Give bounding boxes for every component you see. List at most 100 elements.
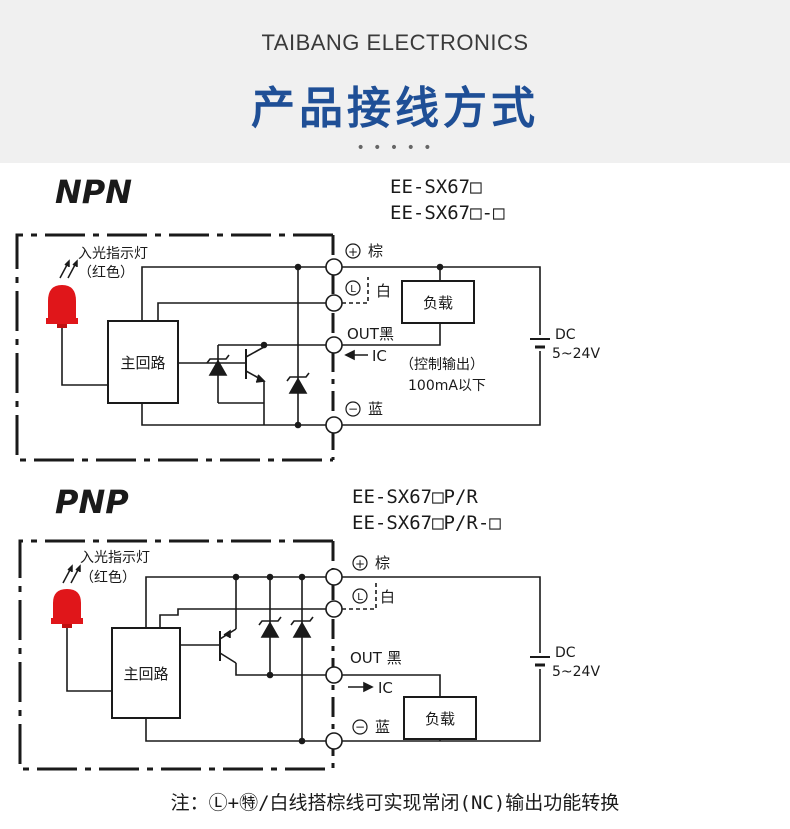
pnp-model-1: EE-SX67□P/R xyxy=(352,486,478,508)
pnp-junction-3 xyxy=(298,573,306,581)
npn-white-wire xyxy=(157,302,334,321)
npn-junction xyxy=(294,263,302,271)
npn-zener-diode-2-icon xyxy=(286,372,310,394)
pnp-junction-5 xyxy=(298,737,306,745)
pnp-brown-ext xyxy=(342,576,541,653)
svg-text:+: + xyxy=(348,245,358,259)
npn-model-1: EE-SX67□ xyxy=(390,176,482,198)
npn-load-box xyxy=(401,280,475,324)
pnp-junction xyxy=(232,573,240,581)
pnp-terminal-white xyxy=(325,600,343,618)
npn-junction-4 xyxy=(436,263,444,271)
npn-led-icon xyxy=(46,285,78,328)
npn-nc-link xyxy=(342,277,369,304)
wiring-diagram: NPN EE-SX67□ EE-SX67□-□ 入光指示灯 （红色） 主回路 xyxy=(15,173,600,771)
pnp-indicator-label: 入光指示灯 xyxy=(80,550,150,566)
pnp-sensor-boundary xyxy=(18,539,333,771)
npn-light-arrows-icon xyxy=(59,259,78,279)
pnp-junction-2 xyxy=(266,573,274,581)
npn-indicator-color: （红色） xyxy=(78,264,134,281)
npn-zener-diode-icon xyxy=(206,354,230,376)
pnp-label-blue: 蓝 xyxy=(375,718,390,736)
npn-plus-icon: + xyxy=(345,243,361,259)
pnp-blue-rail xyxy=(145,718,334,742)
npn-brown-rail xyxy=(141,266,334,321)
npn-ic-label: IC xyxy=(372,347,387,365)
pnp-nc-link xyxy=(342,583,377,610)
npn-label-white: 白 xyxy=(376,282,391,300)
pnp-white-wire xyxy=(159,608,334,628)
svg-text:L: L xyxy=(350,284,356,295)
npn-main-circuit-label: 主回路 xyxy=(120,354,165,372)
svg-text:−: − xyxy=(355,720,365,734)
pnp-plus-icon: + xyxy=(352,555,368,571)
npn-collector-top xyxy=(218,344,265,347)
npn-load-out xyxy=(342,323,441,346)
pnp-label-white: 白 xyxy=(380,588,395,606)
npn-current-limit: 100mA以下 xyxy=(408,378,486,394)
npn-dc-label: DC xyxy=(555,327,576,343)
npn-section: NPN EE-SX67□ EE-SX67□-□ 入光指示灯 （红色） 主回路 xyxy=(15,173,600,462)
pnp-minus-icon: − xyxy=(352,719,368,735)
npn-terminal-blue xyxy=(325,416,343,434)
pnp-model-2: EE-SX67□P/R-□ xyxy=(352,512,501,534)
pnp-zener-diode-icon xyxy=(258,616,282,638)
npn-voltage-label: 5~24V xyxy=(552,346,600,362)
pnp-zener-diode-2-icon xyxy=(290,616,314,638)
npn-transistor-icon xyxy=(245,346,266,383)
pnp-battery-icon xyxy=(530,656,550,667)
header-band: TAIBANG ELECTRONICS 产品接线方式 • • • • • xyxy=(0,0,790,163)
page-title: 产品接线方式 xyxy=(251,83,539,134)
svg-text:−: − xyxy=(348,402,358,416)
npn-blue-ext xyxy=(342,351,541,426)
npn-terminal-white xyxy=(325,294,343,312)
npn-label-out: OUT黑 xyxy=(347,325,394,343)
npn-led-wire xyxy=(61,328,108,386)
pnp-load-label: 负载 xyxy=(425,710,455,728)
pnp-blue-ext xyxy=(342,669,541,742)
pnp-dc-label: DC xyxy=(555,645,576,661)
npn-terminal-brown xyxy=(325,258,343,276)
pnp-light-arrows-icon xyxy=(62,564,81,584)
npn-title: NPN xyxy=(55,173,132,211)
pnp-load-in xyxy=(342,674,441,697)
npn-main-circuit-box xyxy=(107,320,179,404)
npn-blue-rail xyxy=(141,403,334,426)
divider-dots: • • • • • xyxy=(356,140,434,156)
pnp-title: PNP xyxy=(55,483,129,521)
svg-text:+: + xyxy=(355,557,365,571)
pnp-indicator-color: （红色） xyxy=(80,569,136,586)
pnp-main-circuit-label: 主回路 xyxy=(123,665,168,683)
npn-ic-arrow-icon xyxy=(344,349,368,361)
npn-battery-icon xyxy=(530,338,550,349)
pnp-voltage-label: 5~24V xyxy=(552,664,600,680)
npn-junction-2 xyxy=(294,421,302,429)
npn-indicator-label: 入光指示灯 xyxy=(78,246,148,262)
pnp-terminal-blue xyxy=(325,732,343,750)
pnp-terminal-brown xyxy=(325,568,343,586)
npn-control-output: （控制输出） xyxy=(400,357,484,373)
pnp-led-wire xyxy=(66,628,112,692)
footnote: 注：Ⓛ+㊕/白线搭棕线可实现常闭(NC)输出功能转换 xyxy=(170,792,620,814)
pnp-junction-4 xyxy=(266,671,274,679)
pnp-section: PNP EE-SX67□P/R EE-SX67□P/R-□ 入光指示灯 （红色）… xyxy=(18,483,600,771)
npn-junction-3 xyxy=(260,341,268,349)
pnp-l-icon: L xyxy=(352,588,368,604)
npn-model-2: EE-SX67□-□ xyxy=(390,202,505,224)
brand-name: TAIBANG ELECTRONICS xyxy=(261,30,529,55)
pnp-ic-label: IC xyxy=(378,679,393,697)
npn-brown-ext xyxy=(342,266,541,335)
pnp-label-brown: 棕 xyxy=(375,554,390,572)
npn-load-label: 负载 xyxy=(423,294,453,312)
pnp-out-wire xyxy=(235,663,334,676)
npn-label-brown: 棕 xyxy=(368,242,383,260)
pnp-ic-arrow-icon xyxy=(348,681,374,693)
npn-l-icon: L xyxy=(345,280,361,296)
svg-text:L: L xyxy=(357,592,363,603)
npn-label-blue: 蓝 xyxy=(368,400,383,418)
pnp-transistor-icon xyxy=(219,628,237,664)
pnp-terminal-out xyxy=(325,666,343,684)
npn-sensor-boundary xyxy=(15,233,333,462)
pnp-label-out: OUT 黑 xyxy=(350,649,402,667)
npn-minus-icon: − xyxy=(345,401,361,417)
